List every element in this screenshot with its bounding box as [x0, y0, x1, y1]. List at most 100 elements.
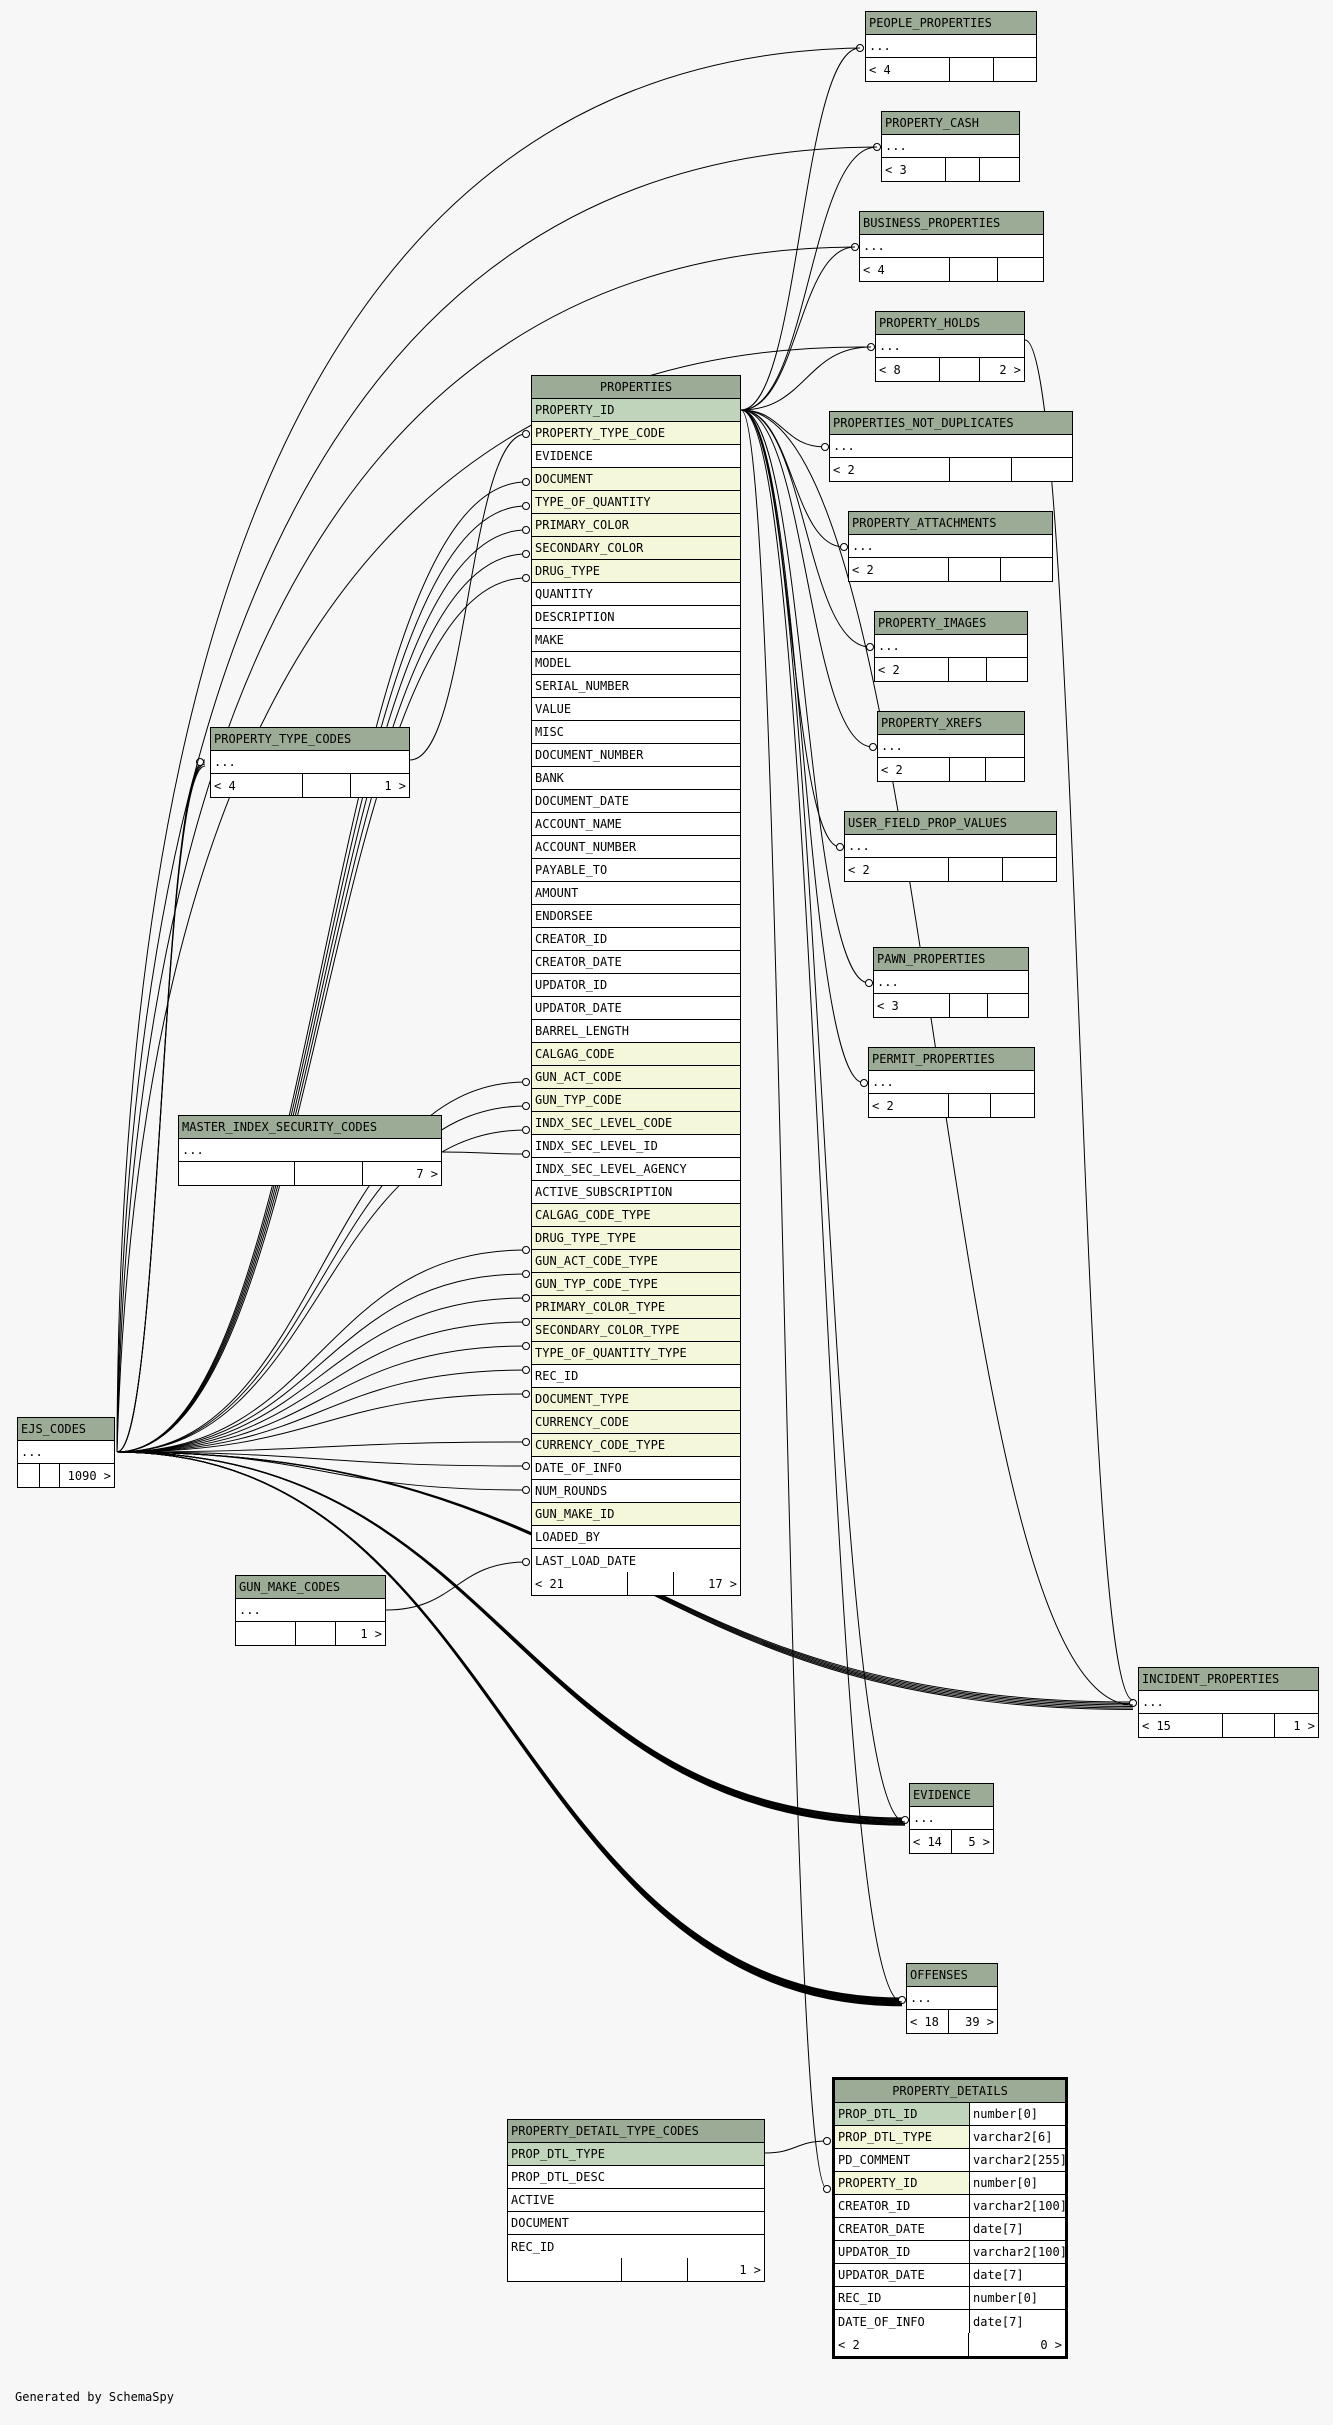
column-row[interactable]: EVIDENCE [532, 445, 740, 468]
column-row[interactable]: SERIAL_NUMBER [532, 675, 740, 698]
column-row[interactable]: GUN_TYP_CODE [532, 1089, 740, 1112]
column-row[interactable]: DESCRIPTION [532, 606, 740, 629]
column-row[interactable]: ACTIVE [508, 2189, 764, 2212]
column-row[interactable]: SECONDARY_COLOR [532, 537, 740, 560]
column-row[interactable]: CREATOR_ID [532, 928, 740, 951]
column-row[interactable]: ENDORSEE [532, 905, 740, 928]
column-row[interactable]: GUN_TYP_CODE_TYPE [532, 1273, 740, 1296]
column-row[interactable]: BARREL_LENGTH [532, 1020, 740, 1043]
column-row[interactable]: MAKE [532, 629, 740, 652]
table-pawn-properties[interactable]: PAWN_PROPERTIES ... < 3 [873, 947, 1029, 1018]
column-row[interactable]: TYPE_OF_QUANTITY [532, 491, 740, 514]
column-name: DRUG_TYPE [535, 564, 601, 578]
column-row[interactable]: TYPE_OF_QUANTITY_TYPE [532, 1342, 740, 1365]
column-row[interactable]: ACCOUNT_NAME [532, 813, 740, 836]
table-property-xrefs[interactable]: PROPERTY_XREFS ... < 2 [877, 711, 1025, 782]
table-property-images[interactable]: PROPERTY_IMAGES ... < 2 [874, 611, 1028, 682]
column-row[interactable]: DRUG_TYPE_TYPE [532, 1227, 740, 1250]
column-row[interactable]: MISC [532, 721, 740, 744]
relationship-line [740, 146, 878, 411]
column-row[interactable]: DOCUMENT_TYPE [532, 1388, 740, 1411]
column-row[interactable]: GUN_ACT_CODE_TYPE [532, 1250, 740, 1273]
table-ejs-codes[interactable]: EJS_CODES ... 1090 > [17, 1417, 115, 1488]
table-gun-make-codes[interactable]: GUN_MAKE_CODES ... 1 > [235, 1575, 386, 1646]
column-row[interactable]: INDX_SEC_LEVEL_ID [532, 1135, 740, 1158]
column-row[interactable]: CURRENCY_CODE_TYPE [532, 1434, 740, 1457]
column-row[interactable]: QUANTITY [532, 583, 740, 606]
table-header: PERMIT_PROPERTIES [869, 1048, 1034, 1071]
column-row[interactable]: CURRENCY_CODE [532, 1411, 740, 1434]
cardinality-marker [856, 44, 864, 52]
column-row[interactable]: GUN_ACT_CODE [532, 1066, 740, 1089]
column-row[interactable]: REC_ID [508, 2235, 764, 2258]
column-row[interactable]: DRUG_TYPE [532, 560, 740, 583]
table-footer: 1 > [508, 2258, 764, 2281]
column-row[interactable]: SECONDARY_COLOR_TYPE [532, 1319, 740, 1342]
column-row[interactable]: UPDATOR_ID [532, 974, 740, 997]
column-row[interactable]: MODEL [532, 652, 740, 675]
column-row[interactable]: PAYABLE_TO [532, 859, 740, 882]
table-master-index-security-codes[interactable]: MASTER_INDEX_SECURITY_CODES ... 7 > [178, 1115, 442, 1186]
column-row[interactable]: PROPERTY_ID [532, 399, 740, 422]
column-row[interactable]: ACTIVE_SUBSCRIPTION [532, 1181, 740, 1204]
column-row[interactable]: CALGAG_CODE [532, 1043, 740, 1066]
table-header: PROPERTY_IMAGES [875, 612, 1027, 635]
column-row[interactable]: VALUE [532, 698, 740, 721]
cardinality-marker [522, 550, 530, 558]
column-row[interactable]: NUM_ROUNDS [532, 1480, 740, 1503]
column-row[interactable]: PROP_DTL_DESC [508, 2166, 764, 2189]
column-row[interactable]: CREATOR_DATE [532, 951, 740, 974]
column-row[interactable]: CALGAG_CODE_TYPE [532, 1204, 740, 1227]
column-row[interactable]: PRIMARY_COLOR [532, 514, 740, 537]
table-properties-not-duplicates[interactable]: PROPERTIES_NOT_DUPLICATES ... < 2 [829, 411, 1073, 482]
table-business-properties[interactable]: BUSINESS_PROPERTIES ... < 4 [859, 211, 1044, 282]
table-property-detail-type-codes[interactable]: PROPERTY_DETAIL_TYPE_CODES PROP_DTL_TYPE… [507, 2119, 765, 2282]
relationship-line [116, 1451, 903, 2005]
column-row[interactable]: PRIMARY_COLOR_TYPE [532, 1296, 740, 1319]
column-row[interactable]: BANK [532, 767, 740, 790]
column-row[interactable]: DOCUMENT_NUMBER [532, 744, 740, 767]
table-property-cash[interactable]: PROPERTY_CASH ... < 3 [881, 111, 1020, 182]
column-row[interactable]: DOCUMENT [508, 2212, 764, 2235]
cardinality-marker [522, 1486, 530, 1494]
column-row[interactable]: DOCUMENT_DATE [532, 790, 740, 813]
table-permit-properties[interactable]: PERMIT_PROPERTIES ... < 2 [868, 1047, 1035, 1118]
table-property-attachments[interactable]: PROPERTY_ATTACHMENTS ... < 2 [848, 511, 1053, 582]
column-row[interactable]: DATE_OF_INFO [532, 1457, 740, 1480]
column-row[interactable]: DOCUMENT [532, 468, 740, 491]
column-row[interactable]: LOADED_BY [532, 1526, 740, 1549]
column-row[interactable]: UPDATOR_DATE [532, 997, 740, 1020]
column-row[interactable]: ACCOUNT_NUMBER [532, 836, 740, 859]
table-body-ellipsis: ... [849, 535, 1052, 558]
column-row[interactable]: AMOUNT [532, 882, 740, 905]
column-row[interactable]: PROP_DTL_TYPE [508, 2143, 764, 2166]
column-row[interactable]: INDX_SEC_LEVEL_AGENCY [532, 1158, 740, 1181]
column-name: VALUE [535, 702, 572, 716]
table-people-properties[interactable]: PEOPLE_PROPERTIES ... < 4 [865, 11, 1037, 82]
column-row[interactable]: LAST_LOAD_DATE [532, 1549, 740, 1572]
column-row[interactable]: REC_ID [532, 1365, 740, 1388]
cardinality-marker [867, 343, 875, 351]
table-user-field-prop-values[interactable]: USER_FIELD_PROP_VALUES ... < 2 [844, 811, 1057, 882]
column-row[interactable]: GUN_MAKE_ID [532, 1503, 740, 1526]
column-row[interactable]: PROPERTY_TYPE_CODE [532, 422, 740, 445]
table-body-ellipsis: ... [211, 751, 409, 774]
column-row[interactable]: INDX_SEC_LEVEL_CODE [532, 1112, 740, 1135]
